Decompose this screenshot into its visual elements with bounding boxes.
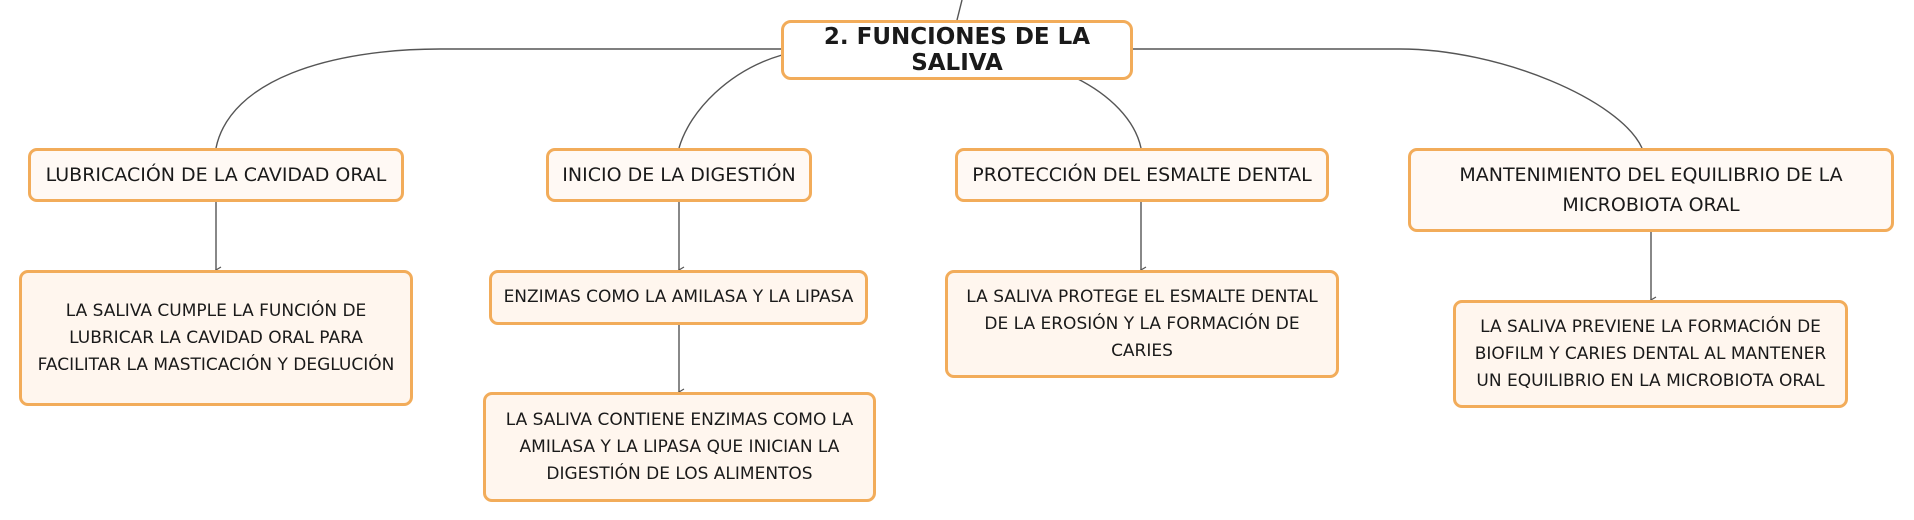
topic-label: PROTECCIÓN DEL ESMALTE DENTAL xyxy=(972,164,1312,186)
detail-node-lubricacion[interactable]: LA SALIVA CUMPLE LA FUNCIÓN DE LUBRICAR … xyxy=(19,270,413,406)
topic-node-microbiota[interactable]: MANTENIMIENTO DEL EQUILIBRIO DE LA MICRO… xyxy=(1408,148,1894,232)
detail-node-microbiota[interactable]: LA SALIVA PREVIENE LA FORMACIÓN DE BIOFI… xyxy=(1453,300,1848,408)
root-label: 2. FUNCIONES DE LA SALIVA xyxy=(823,24,1091,76)
topic-label: LUBRICACIÓN DE LA CAVIDAD ORAL xyxy=(45,164,387,186)
detail-node-digestion[interactable]: LA SALIVA CONTIENE ENZIMAS COMO LA AMILA… xyxy=(483,392,876,502)
root-node[interactable]: 2. FUNCIONES DE LA SALIVA xyxy=(781,20,1133,80)
connector-root-branch-4 xyxy=(1132,48,1643,149)
detail-node-enzimas[interactable]: ENZIMAS COMO LA AMILASA Y LA LIPASA xyxy=(489,270,868,325)
topic-node-digestion[interactable]: INICIO DE LA DIGESTIÓN xyxy=(546,148,812,202)
detail-label: ENZIMAS COMO LA AMILASA Y LA LIPASA xyxy=(503,287,854,307)
connector-parent xyxy=(956,0,963,21)
detail-node-esmalte[interactable]: LA SALIVA PROTEGE EL ESMALTE DENTAL DE L… xyxy=(945,270,1339,378)
connector-root-branch-1 xyxy=(215,48,782,149)
connector-root-branch-2 xyxy=(678,54,783,149)
connector-root-branch-3 xyxy=(1075,77,1142,149)
topic-node-lubricacion[interactable]: LUBRICACIÓN DE LA CAVIDAD ORAL xyxy=(28,148,404,202)
detail-label: LA SALIVA CUMPLE LA FUNCIÓN DE LUBRICAR … xyxy=(37,300,395,375)
topic-label: INICIO DE LA DIGESTIÓN xyxy=(562,164,796,186)
detail-label: LA SALIVA CONTIENE ENZIMAS COMO LA AMILA… xyxy=(505,409,854,484)
detail-label: LA SALIVA PREVIENE LA FORMACIÓN DE BIOFI… xyxy=(1474,316,1827,391)
detail-label: LA SALIVA PROTEGE EL ESMALTE DENTAL DE L… xyxy=(966,286,1318,361)
topic-node-esmalte[interactable]: PROTECCIÓN DEL ESMALTE DENTAL xyxy=(955,148,1329,202)
topic-label: MANTENIMIENTO DEL EQUILIBRIO DE LA MICRO… xyxy=(1459,164,1843,216)
